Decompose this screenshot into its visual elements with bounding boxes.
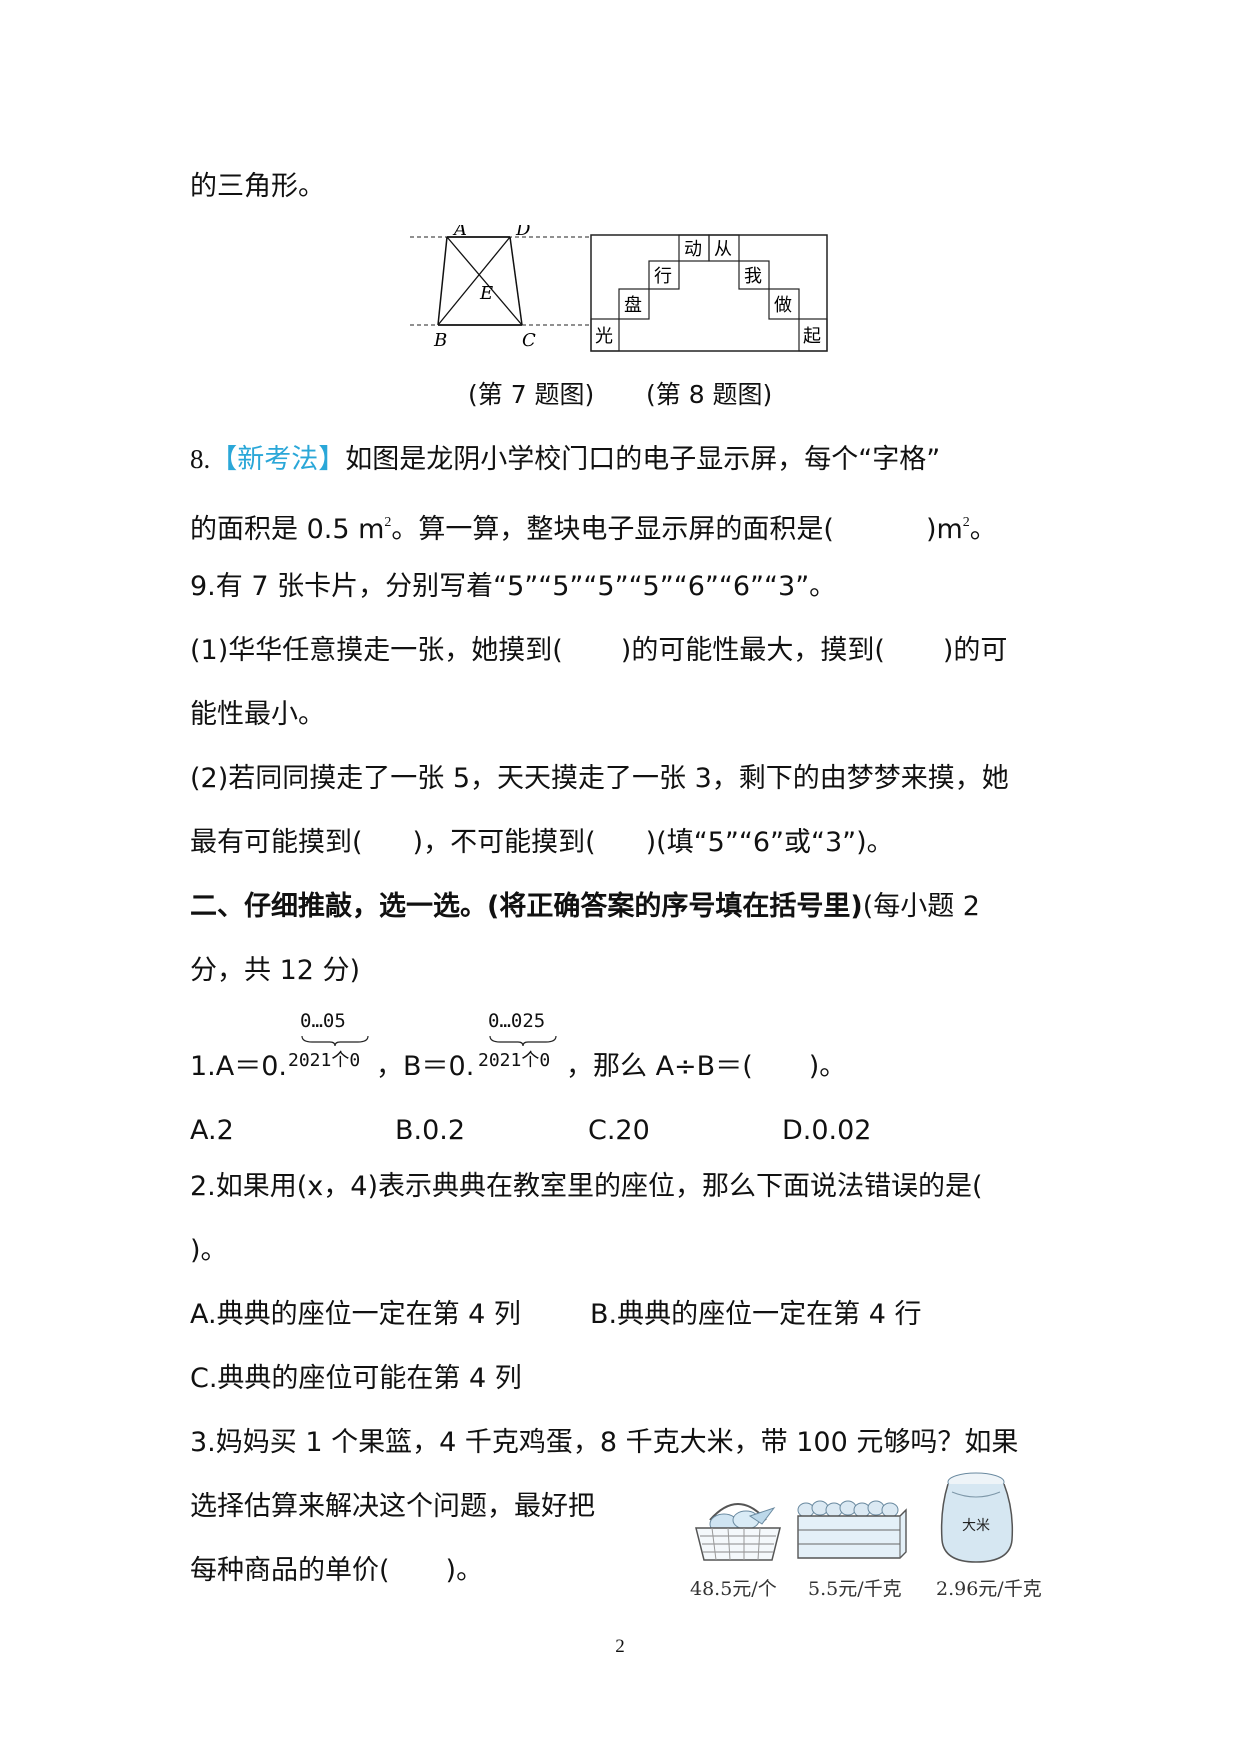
mc3-text3b: )。 xyxy=(445,1555,484,1586)
mc1-B-brace xyxy=(489,1035,557,1046)
rice-sack-icon: 大米 xyxy=(940,1472,1014,1563)
figure-8-display-screen: 动 从 行 我 盘 做 光 起 xyxy=(590,234,828,352)
section2-title: 二、仔细推敲，选一选。(将正确答案的序号填在括号里) xyxy=(190,891,863,922)
mc2-option-a[interactable]: A.典典的座位一定在第 4 列 xyxy=(190,1299,521,1330)
q9-part1-line1: (1)华华任意摸走一张，她摸到( )的可能性最大，摸到( )的可 xyxy=(190,634,1007,668)
q8-text2b: 。算一算，整块电子显示屏的面积是( xyxy=(391,514,834,545)
mc1-A-brace xyxy=(301,1035,369,1046)
fig8-char-1: 动 xyxy=(684,239,702,260)
mc2-option-c[interactable]: C.典典的座位可能在第 4 列 xyxy=(190,1363,522,1394)
fig8-char-6: 做 xyxy=(774,295,792,316)
page-number: 2 xyxy=(615,1636,625,1657)
fig8-char-4: 我 xyxy=(744,266,762,287)
mc2-option-b[interactable]: B.典典的座位一定在第 4 行 xyxy=(590,1299,922,1330)
section2-title-line2: 分，共 12 分) xyxy=(190,955,361,986)
q9-part1-line2: 能性最小。 xyxy=(190,699,325,730)
mc1-option-a[interactable]: A.2 xyxy=(190,1115,234,1146)
fig7-label-D: D xyxy=(515,225,531,240)
q8-text1: 如图是龙阴小学校门口的电子显示屏，每个“字格” xyxy=(345,444,941,475)
mc1-A-count: 2021个0 xyxy=(288,1050,361,1071)
figure-7-trapezoid: A D E B C xyxy=(410,225,590,350)
price-eggs: 5.5元/千克 xyxy=(808,1578,902,1600)
mc1-option-c[interactable]: C.20 xyxy=(588,1115,650,1146)
q9-p2c: )，不可能摸到( xyxy=(412,827,596,858)
mc1-stem-d: )。 xyxy=(808,1051,847,1082)
mc1-option-b[interactable]: B.0.2 xyxy=(395,1115,466,1146)
mc1-stem-b: ，B＝0. xyxy=(376,1051,475,1082)
fig8-char-2: 从 xyxy=(714,239,732,260)
fig8-char-8: 起 xyxy=(803,326,821,347)
q9-p1c: )的可 xyxy=(942,635,1008,666)
fruit-basket-icon xyxy=(695,1503,781,1561)
caption-fig8: (第 8 题图) xyxy=(646,380,773,409)
mc3-text3a: 每种商品的单价( xyxy=(190,1555,390,1586)
fig7-label-A: A xyxy=(452,225,467,240)
q8-line1: 8.【新考法】如图是龙阴小学校门口的电子显示屏，每个“字格” xyxy=(190,442,940,477)
egg-box-icon xyxy=(797,1500,907,1559)
q8-tag: 【新考法】 xyxy=(210,444,346,475)
fig7-label-B: B xyxy=(433,330,447,350)
fig7-label-E: E xyxy=(479,283,493,304)
mc3-line1: 3.妈妈买 1 个果篮，4 千克鸡蛋，8 千克大米，带 100 元够吗？如果 xyxy=(190,1427,1019,1458)
q8-text2d: 。 xyxy=(969,514,997,545)
q9-p2b: 最有可能摸到( xyxy=(190,827,363,858)
q8-text2a: 的面积是 0.5 m xyxy=(190,514,385,545)
fig8-char-5: 盘 xyxy=(624,295,642,316)
q8-sup: 2 xyxy=(384,515,392,530)
mc1-stem-c: ，那么 A÷B＝( )。 xyxy=(566,1050,846,1084)
q8-number: 8. xyxy=(190,444,211,474)
mc2-line2: )。 xyxy=(190,1235,228,1266)
fig8-char-3: 行 xyxy=(654,266,672,287)
caption-fig7: (第 7 题图) xyxy=(468,380,595,409)
q9-p1b: )的可能性最大，摸到( xyxy=(620,635,885,666)
mc1-stem-a: 1.A＝0. xyxy=(190,1051,287,1082)
line-top: 的三角形。 xyxy=(190,171,325,202)
section2-score: (每小题 2 xyxy=(862,891,980,922)
mc1-stem-c-text: ，那么 A÷B＝( xyxy=(566,1051,753,1082)
mc1-option-d[interactable]: D.0.02 xyxy=(782,1115,872,1146)
q9-part2-line2: 最有可能摸到( )，不可能摸到( )(填“5”“6”或“3”)。 xyxy=(190,826,894,860)
q9-p2d: )(填“5”“6”或“3”)。 xyxy=(645,827,894,858)
mc3-line2: 选择估算来解决这个问题，最好把 xyxy=(190,1491,595,1522)
price-rice: 2.96元/千克 xyxy=(936,1578,1042,1600)
fig7-label-C: C xyxy=(522,330,536,350)
q9-p1a: (1)华华任意摸走一张，她摸到( xyxy=(190,635,563,666)
price-fruit-basket: 48.5元/个 xyxy=(690,1578,777,1600)
mc2-line1: 2.如果用(x，4)表示典典在教室里的座位，那么下面说法错误的是( xyxy=(190,1171,983,1202)
mc1-A-digits: 0…05 xyxy=(300,1010,346,1032)
mc1-B-digits: 0…025 xyxy=(488,1010,546,1032)
fig8-char-7: 光 xyxy=(595,326,613,347)
rice-sack-label: 大米 xyxy=(962,1518,990,1534)
q8-text2c: )m xyxy=(925,514,963,545)
mc1-B-count: 2021个0 xyxy=(478,1050,551,1071)
q9-part2-line1: (2)若同同摸走了一张 5，天天摸走了一张 3，剩下的由梦梦来摸，她 xyxy=(190,763,1009,794)
mc3-line3: 每种商品的单价( )。 xyxy=(190,1554,483,1588)
section2-title-line1: 二、仔细推敲，选一选。(将正确答案的序号填在括号里)(每小题 2 xyxy=(190,890,980,924)
q8-line2: 的面积是 0.5 m2。算一算，整块电子显示屏的面积是()m2。 xyxy=(190,506,997,547)
q9-line1: 9.有 7 张卡片，分别写着“5”“5”“5”“5”“6”“6”“3”。 xyxy=(190,571,837,602)
q8-sup2: 2 xyxy=(962,515,970,530)
